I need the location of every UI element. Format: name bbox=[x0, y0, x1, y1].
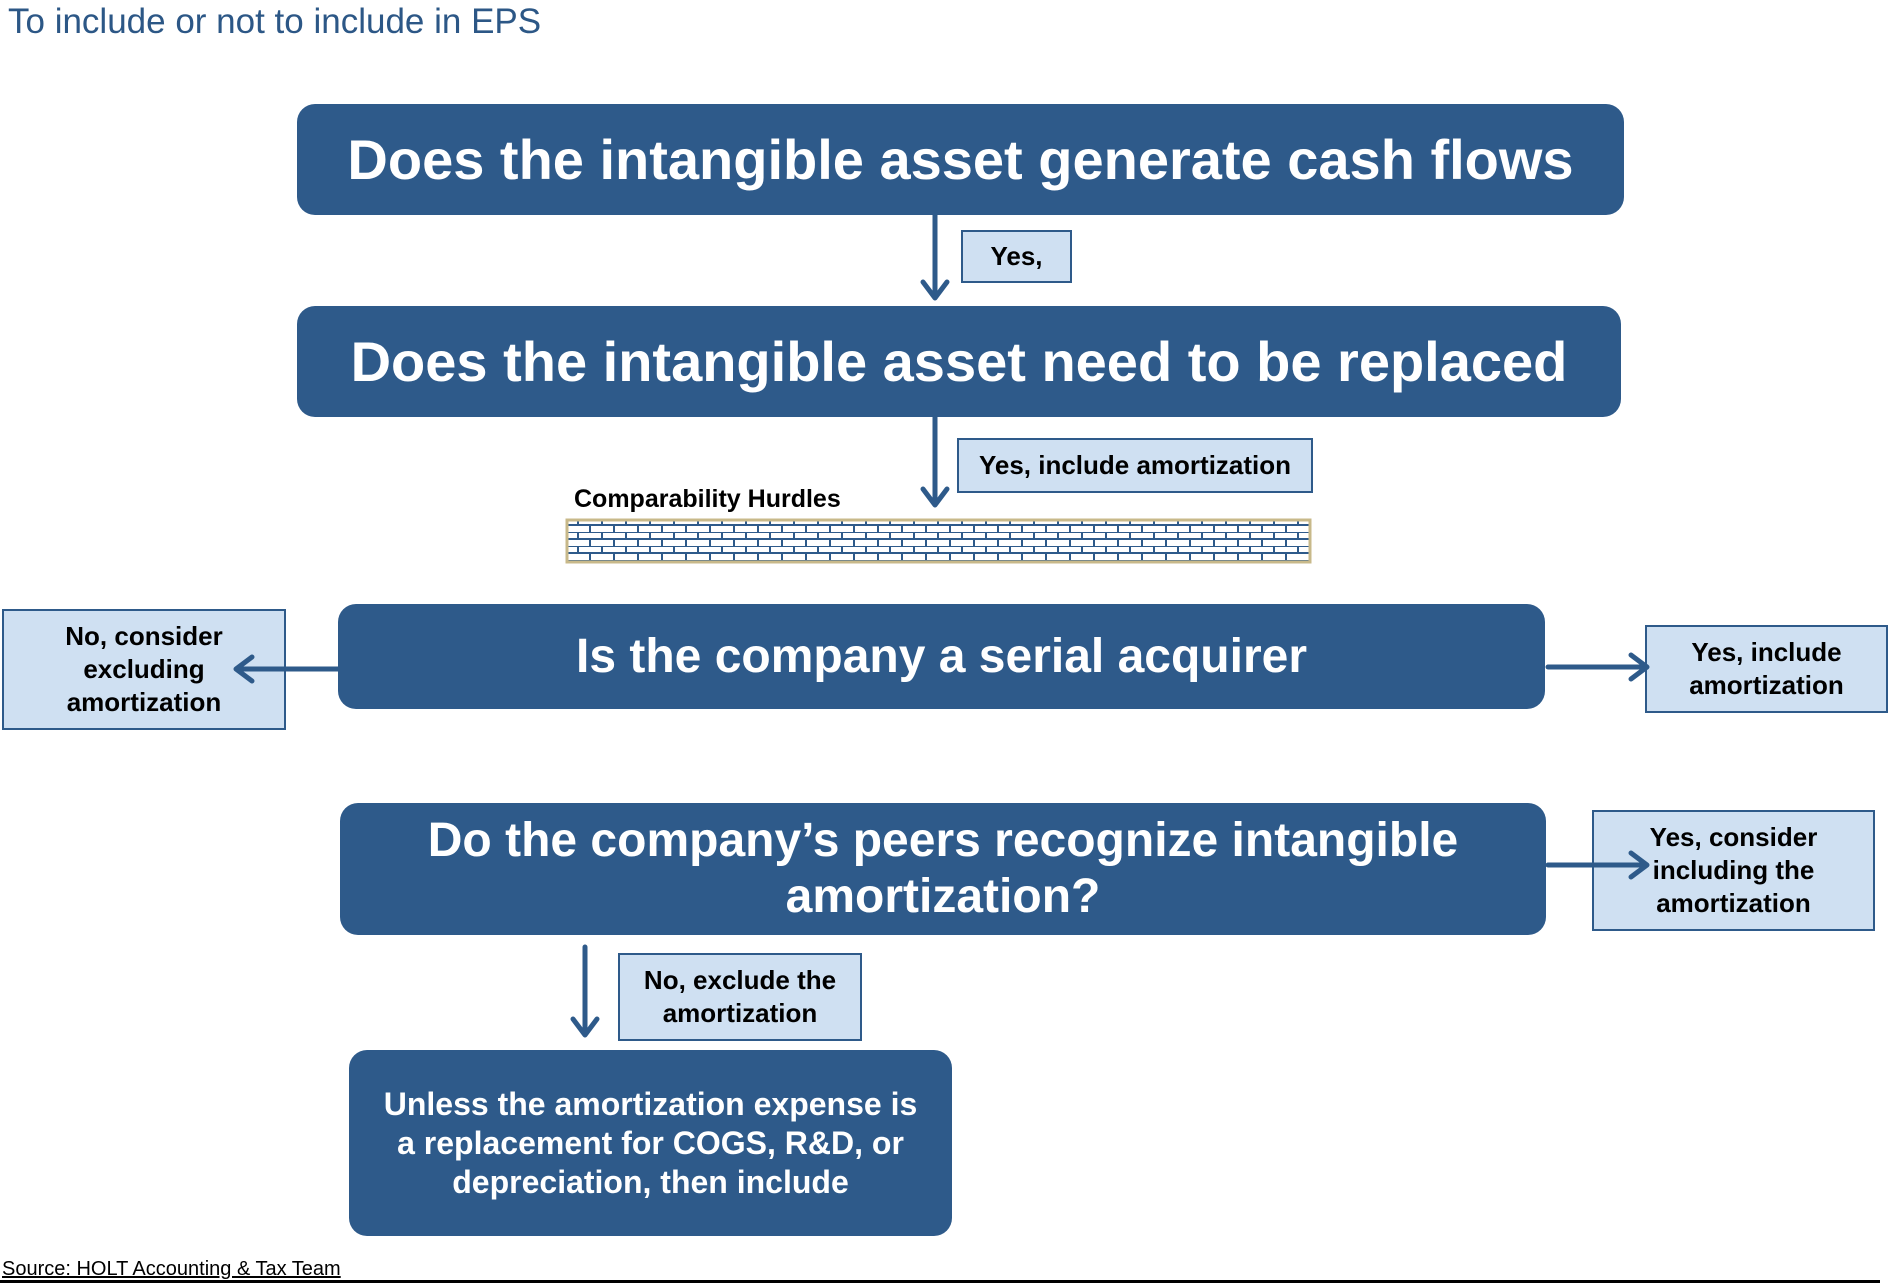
arrowhead-q2-to-wall bbox=[920, 486, 950, 508]
arrowhead-q4-to-final bbox=[570, 1016, 600, 1038]
yes-consider-line2: including the bbox=[1652, 855, 1815, 885]
arrowhead-q4-to-right bbox=[1628, 850, 1650, 880]
yes-include-amortization-label: Yes, include amortization bbox=[957, 438, 1313, 493]
question-peers-line1: Do the company’s peers recognize intangi… bbox=[427, 814, 1459, 867]
yes-label: Yes, bbox=[961, 230, 1072, 283]
final-recommendation-box: Unless the amortization expense is a rep… bbox=[349, 1050, 952, 1236]
no-exclude-line1: No, exclude the bbox=[643, 965, 837, 995]
no-consider-line3: amortization bbox=[66, 687, 222, 717]
yes-include-line1: Yes, include bbox=[1691, 637, 1842, 667]
yes-include-line2: amortization bbox=[1689, 670, 1844, 700]
comparability-hurdles-title: Comparability Hurdles bbox=[574, 485, 841, 513]
no-exclude-label: No, exclude the amortization bbox=[618, 953, 862, 1041]
final-line1: Unless the amortization expense is bbox=[383, 1085, 918, 1122]
yes-consider-including-label: Yes, consider including the amortization bbox=[1592, 810, 1875, 931]
yes-include-amortization-text: Yes, include amortization bbox=[978, 450, 1292, 480]
yes-include-label: Yes, include amortization bbox=[1645, 625, 1888, 713]
final-line3: depreciation, then include bbox=[452, 1163, 849, 1200]
page-subtitle: To include or not to include in EPS bbox=[8, 2, 542, 41]
yes-consider-line1: Yes, consider bbox=[1649, 822, 1818, 852]
question-replaced-box: Does the intangible asset need to be rep… bbox=[297, 306, 1621, 417]
arrowhead-q3-to-right bbox=[1628, 652, 1650, 682]
question-peers-box: Do the company’s peers recognize intangi… bbox=[340, 803, 1546, 935]
yes-label-text: Yes, bbox=[990, 241, 1043, 271]
question-cash-flows-box: Does the intangible asset generate cash … bbox=[297, 104, 1624, 215]
source-note: Source: HOLT Accounting & Tax Team bbox=[2, 1258, 341, 1280]
question-serial-acquirer-box: Is the company a serial acquirer bbox=[338, 604, 1545, 709]
arrowhead-q1-to-q2 bbox=[920, 279, 950, 301]
question-serial-acquirer-text: Is the company a serial acquirer bbox=[576, 630, 1307, 683]
footer-rule bbox=[0, 1280, 1880, 1283]
no-consider-line2: excluding bbox=[83, 654, 205, 684]
question-peers-line2: amortization? bbox=[785, 870, 1101, 923]
yes-consider-line3: amortization bbox=[1656, 888, 1811, 918]
arrowhead-q3-to-left bbox=[233, 654, 255, 684]
question-cash-flows-text: Does the intangible asset generate cash … bbox=[347, 128, 1574, 191]
final-line2: a replacement for COGS, R&D, or bbox=[397, 1124, 904, 1161]
no-exclude-line2: amortization bbox=[662, 998, 818, 1028]
question-replaced-text: Does the intangible asset need to be rep… bbox=[350, 330, 1568, 393]
comparability-hurdles-wall bbox=[565, 518, 1312, 564]
no-consider-line1: No, consider bbox=[65, 621, 223, 651]
